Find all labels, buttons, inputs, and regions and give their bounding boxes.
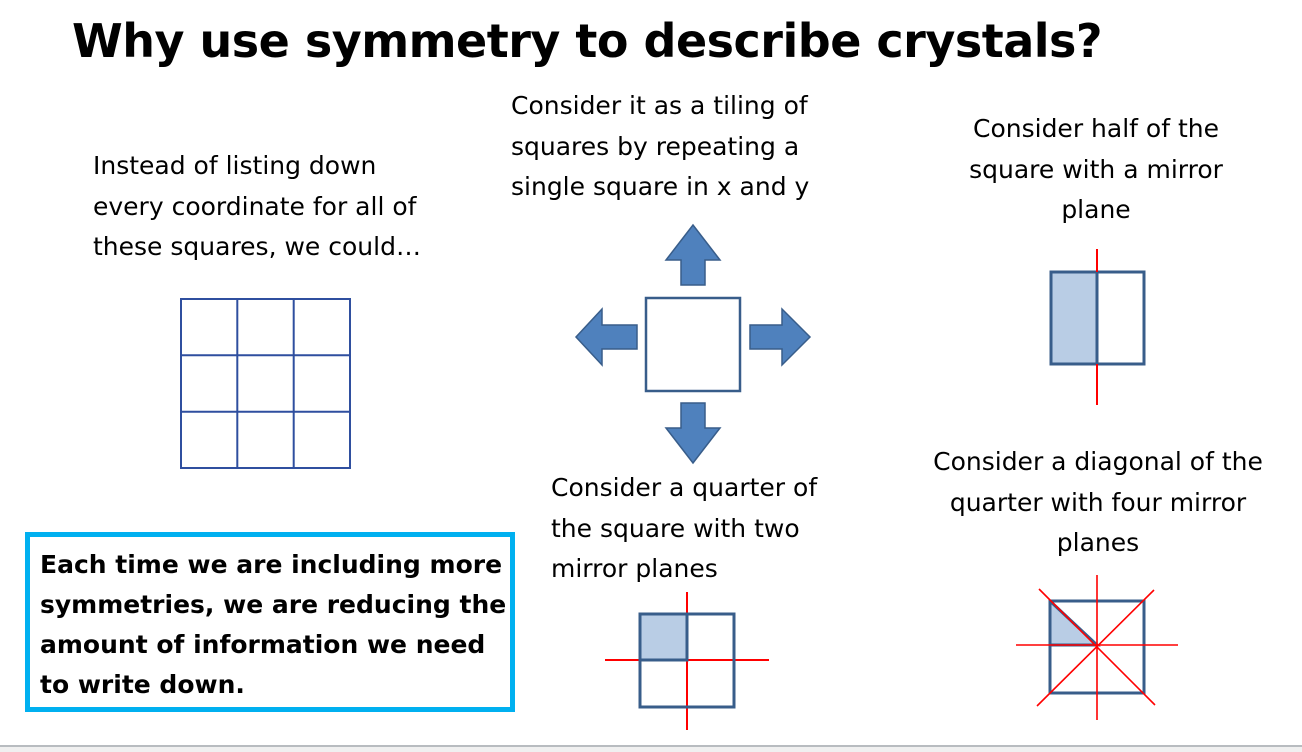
summary-text: Each time we are including more symmetri…: [40, 545, 506, 705]
diagonal-triangle-mirror-icon: [1016, 575, 1178, 720]
slide-title: Why use symmetry to describe crystals?: [72, 14, 1103, 68]
3x3-grid-icon: [180, 298, 351, 469]
quarter-text: Consider a quarter of the square with tw…: [551, 468, 817, 590]
arrow-up-icon: [664, 223, 722, 286]
tiling-text: Consider it as a tiling of squares by re…: [511, 86, 809, 208]
half-line: Consider half of the: [973, 114, 1219, 143]
diagonal-text: Consider a diagonal of the quarter with …: [908, 442, 1288, 564]
quarter-line: Consider a quarter of: [551, 473, 818, 502]
arrow-down-icon: [664, 402, 722, 465]
tiling-line: squares by repeating a: [511, 131, 800, 161]
diagonal-line: quarter with four mirror: [949, 487, 1247, 517]
summary-line: to write down.: [40, 670, 245, 699]
square-with-four-arrows-icon: [574, 223, 812, 465]
quarter-line: mirror planes: [551, 554, 718, 583]
tiling-line: single square in x and y: [511, 172, 810, 201]
half-text: Consider half of the square with a mirro…: [935, 109, 1257, 231]
intro-line: these squares, we could…: [93, 232, 421, 261]
intro-line: every coordinate for all of: [93, 191, 417, 221]
summary-line: symmetries, we are reducing the: [40, 590, 507, 619]
quarter-square-mirror-icon: [605, 592, 769, 730]
half-line: plane: [1061, 195, 1131, 224]
diagonal-line: Consider a diagonal of the: [933, 447, 1263, 476]
slide-bottom-border: [0, 745, 1302, 752]
half-line: square with a mirror: [969, 154, 1223, 184]
intro-line: Instead of listing down: [93, 151, 377, 180]
diagonal-line: planes: [1056, 528, 1140, 557]
tiling-line: Consider it as a tiling of: [511, 91, 808, 120]
half-square-mirror-icon: [1049, 249, 1146, 405]
arrow-right-icon: [749, 307, 812, 367]
summary-callout-box: Each time we are including more symmetri…: [25, 532, 515, 712]
quarter-line: the square with two: [551, 513, 800, 543]
arrow-left-icon: [574, 307, 638, 367]
intro-text: Instead of listing down every coordinate…: [93, 146, 421, 268]
summary-line: Each time we are including more: [40, 550, 503, 579]
summary-line: amount of information we need: [40, 630, 486, 659]
